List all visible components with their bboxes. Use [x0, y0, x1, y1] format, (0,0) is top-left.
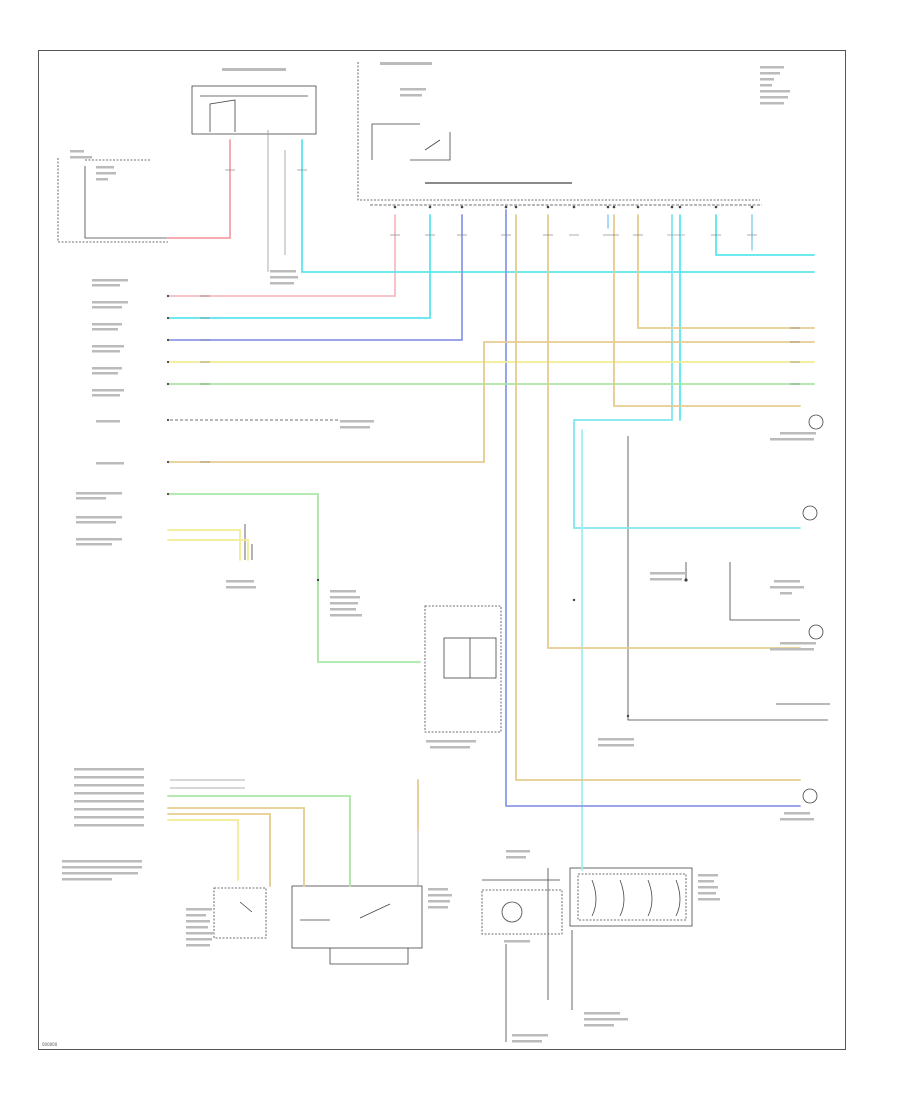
wire-tan-lf	[613, 214, 801, 407]
wire-tan-sw2	[167, 813, 271, 887]
underhood-relay-block	[191, 85, 317, 135]
headlamp-switch	[291, 885, 423, 949]
footer-code: 000000	[42, 1042, 58, 1047]
wire-cyan-main	[301, 139, 815, 273]
wire-yellow-stop2	[167, 539, 249, 561]
wire-tan-park	[167, 341, 815, 463]
wire-green-sw	[167, 795, 351, 887]
right-front-turn-lamp	[808, 624, 824, 640]
ground-path-left	[57, 158, 168, 243]
wire-cyan-lf	[167, 214, 431, 319]
wire-tan-rp	[515, 214, 801, 781]
diagram-frame	[38, 50, 846, 1050]
wire-blue-rf	[167, 214, 463, 341]
left-front-turn-lamp	[808, 414, 824, 430]
hazard-switch	[569, 867, 693, 927]
wire-blue-long	[505, 209, 801, 807]
wire-tan-sw	[167, 807, 305, 887]
wire-tan-rf	[547, 214, 801, 649]
wire-pink	[167, 214, 396, 297]
brake-switch	[213, 887, 267, 939]
wire-tan-upper	[637, 214, 815, 329]
fuse-block-hot-at-all-times	[357, 62, 760, 201]
left-front-park-lamp	[802, 505, 818, 521]
wire-yellow-brake	[167, 819, 239, 881]
wire-red	[167, 139, 231, 239]
wire-cyan-right	[715, 214, 815, 256]
wire-green-lo	[167, 493, 421, 663]
instrument-panel-cluster	[424, 605, 502, 733]
right-front-park-lamp	[802, 788, 818, 804]
wire-yellow-stop	[167, 529, 241, 561]
flasher-module	[481, 889, 563, 935]
wire-cyan-turn	[573, 214, 801, 529]
